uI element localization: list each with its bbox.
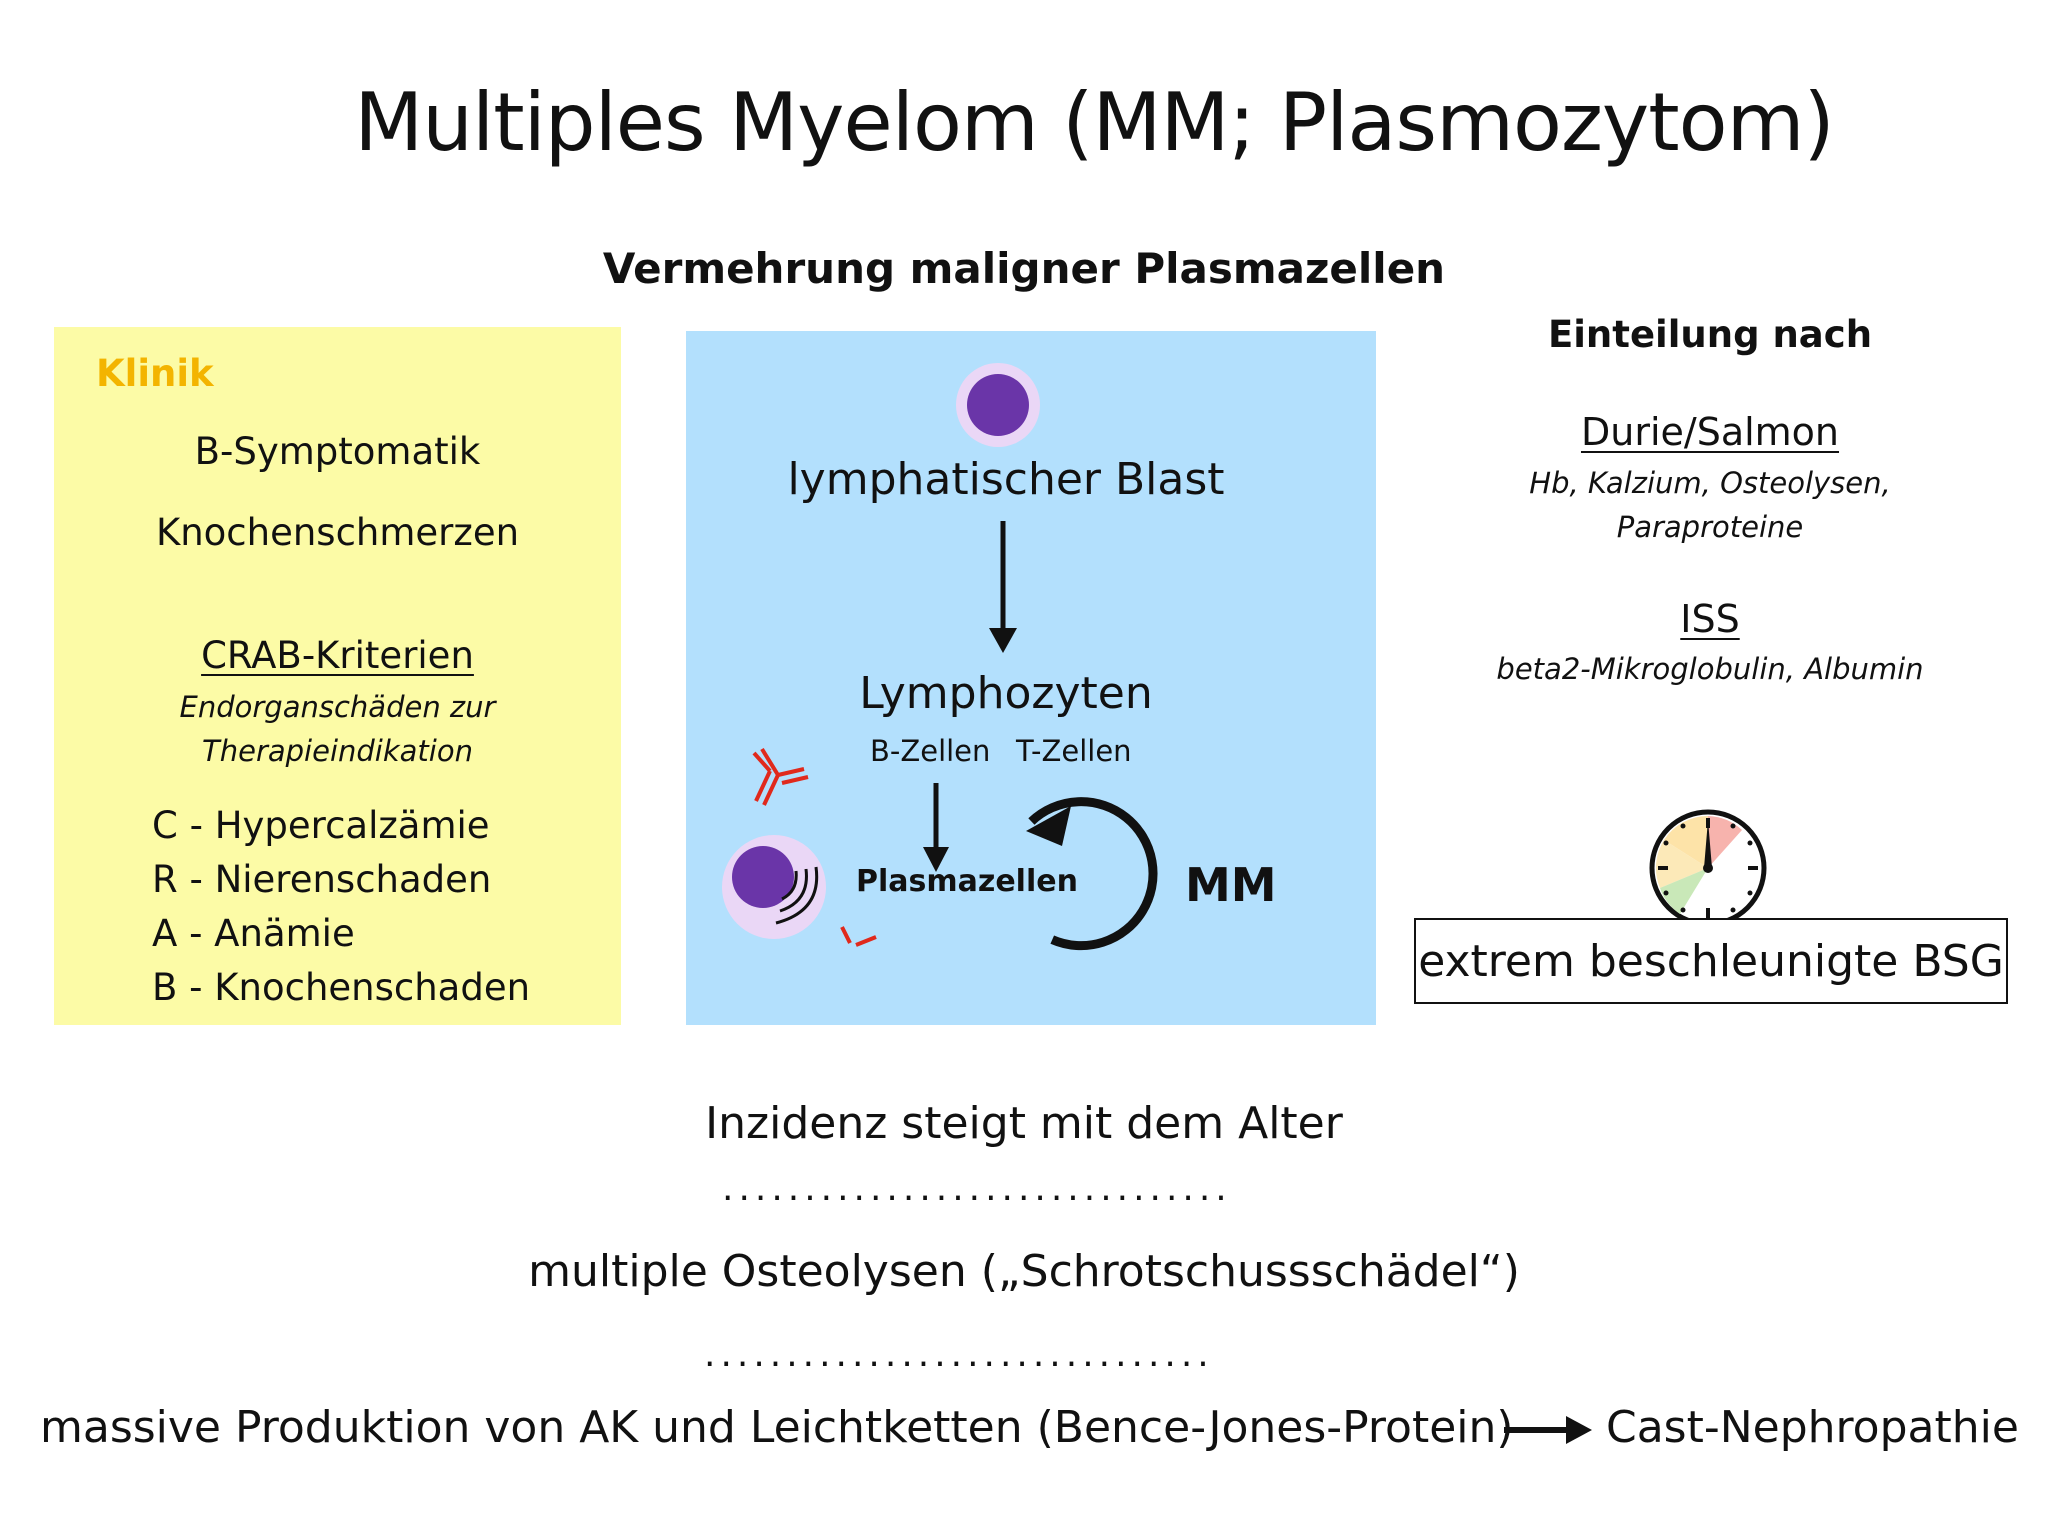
page-title: Multiples Myelom (MM; Plasmozytom) (354, 76, 1834, 169)
einteilung-heading: Einteilung nach (1547, 313, 1873, 356)
durie-salmon-title: Durie/Salmon (1420, 410, 2000, 454)
b-cells-label: B-Zellen (870, 734, 991, 768)
cell-diagram-graphics (722, 363, 1158, 951)
crab-note-line-1: Endorganschäden zur (179, 690, 496, 724)
separator-dots-1: ............................... (722, 1168, 1232, 1209)
mm-label: MM (1185, 858, 1277, 912)
arrow-down-icon (989, 521, 1017, 653)
crab-note-line-2: Therapieindikation (202, 734, 473, 768)
cycle-arrow-icon (1026, 797, 1158, 951)
klinik-item-b-symptomatik: B-Symptomatik (194, 430, 481, 473)
iss-title: ISS (1420, 597, 2000, 641)
antibody-icon (752, 747, 809, 806)
durie-salmon-text: Durie/Salmon (1580, 410, 1840, 454)
blast-label: lymphatischer Blast (787, 454, 1225, 505)
crab-title-text: CRAB-Kriterien (201, 634, 474, 677)
clock-icon (1649, 809, 1767, 927)
crab-title: CRAB-Kriterien (54, 634, 621, 677)
iss-note: beta2-Mikroglobulin, Albumin (1496, 652, 1924, 686)
durie-note-line-2: Paraproteine (1616, 510, 1804, 544)
klinik-panel (54, 327, 621, 1025)
durie-note-line-1: Hb, Kalzium, Osteolysen, (1529, 466, 1891, 500)
produktion-text: massive Produktion von AK und Leichtkett… (40, 1402, 1514, 1453)
incidence-text-span: Inzidenz steigt mit dem Alter (705, 1098, 1343, 1149)
plasma-cells-label: Plasmazellen (856, 864, 1078, 899)
plasma-cell-icon (722, 835, 826, 939)
osteolysen-text: multiple Osteolysen („Schrotschussschäde… (528, 1246, 1520, 1297)
t-cells-label: T-Zellen (1016, 734, 1132, 768)
klinik-heading: Klinik (96, 352, 214, 395)
arrow-right-icon (1504, 1416, 1592, 1444)
cast-nephropathie-text: Cast-Nephropathie (1606, 1402, 2019, 1453)
crab-item-r: R - Nierenschaden (152, 858, 492, 901)
light-chain-icon (840, 926, 877, 947)
bsg-label: extrem beschleunigte BSG (1418, 935, 2004, 987)
crab-item-c: C - Hypercalzämie (152, 804, 490, 847)
lymphocytes-label: Lymphozyten (859, 668, 1153, 719)
arrow-down-icon (923, 783, 949, 872)
crab-item-a: A - Anämie (152, 912, 355, 955)
incidence-text: Inzidenz steigt mit dem Alter (0, 1098, 2048, 1149)
bsg-box: extrem beschleunigte BSG (1414, 918, 2008, 1004)
klinik-item-knochenschmerzen: Knochenschmerzen (155, 511, 520, 554)
page-subtitle: Vermehrung maligner Plasmazellen (602, 244, 1446, 293)
crab-item-b: B - Knochenschaden (152, 966, 531, 1009)
separator-dots-2: ............................... (704, 1334, 1214, 1375)
iss-text: ISS (1680, 597, 1740, 641)
blast-cell-icon (956, 363, 1040, 447)
